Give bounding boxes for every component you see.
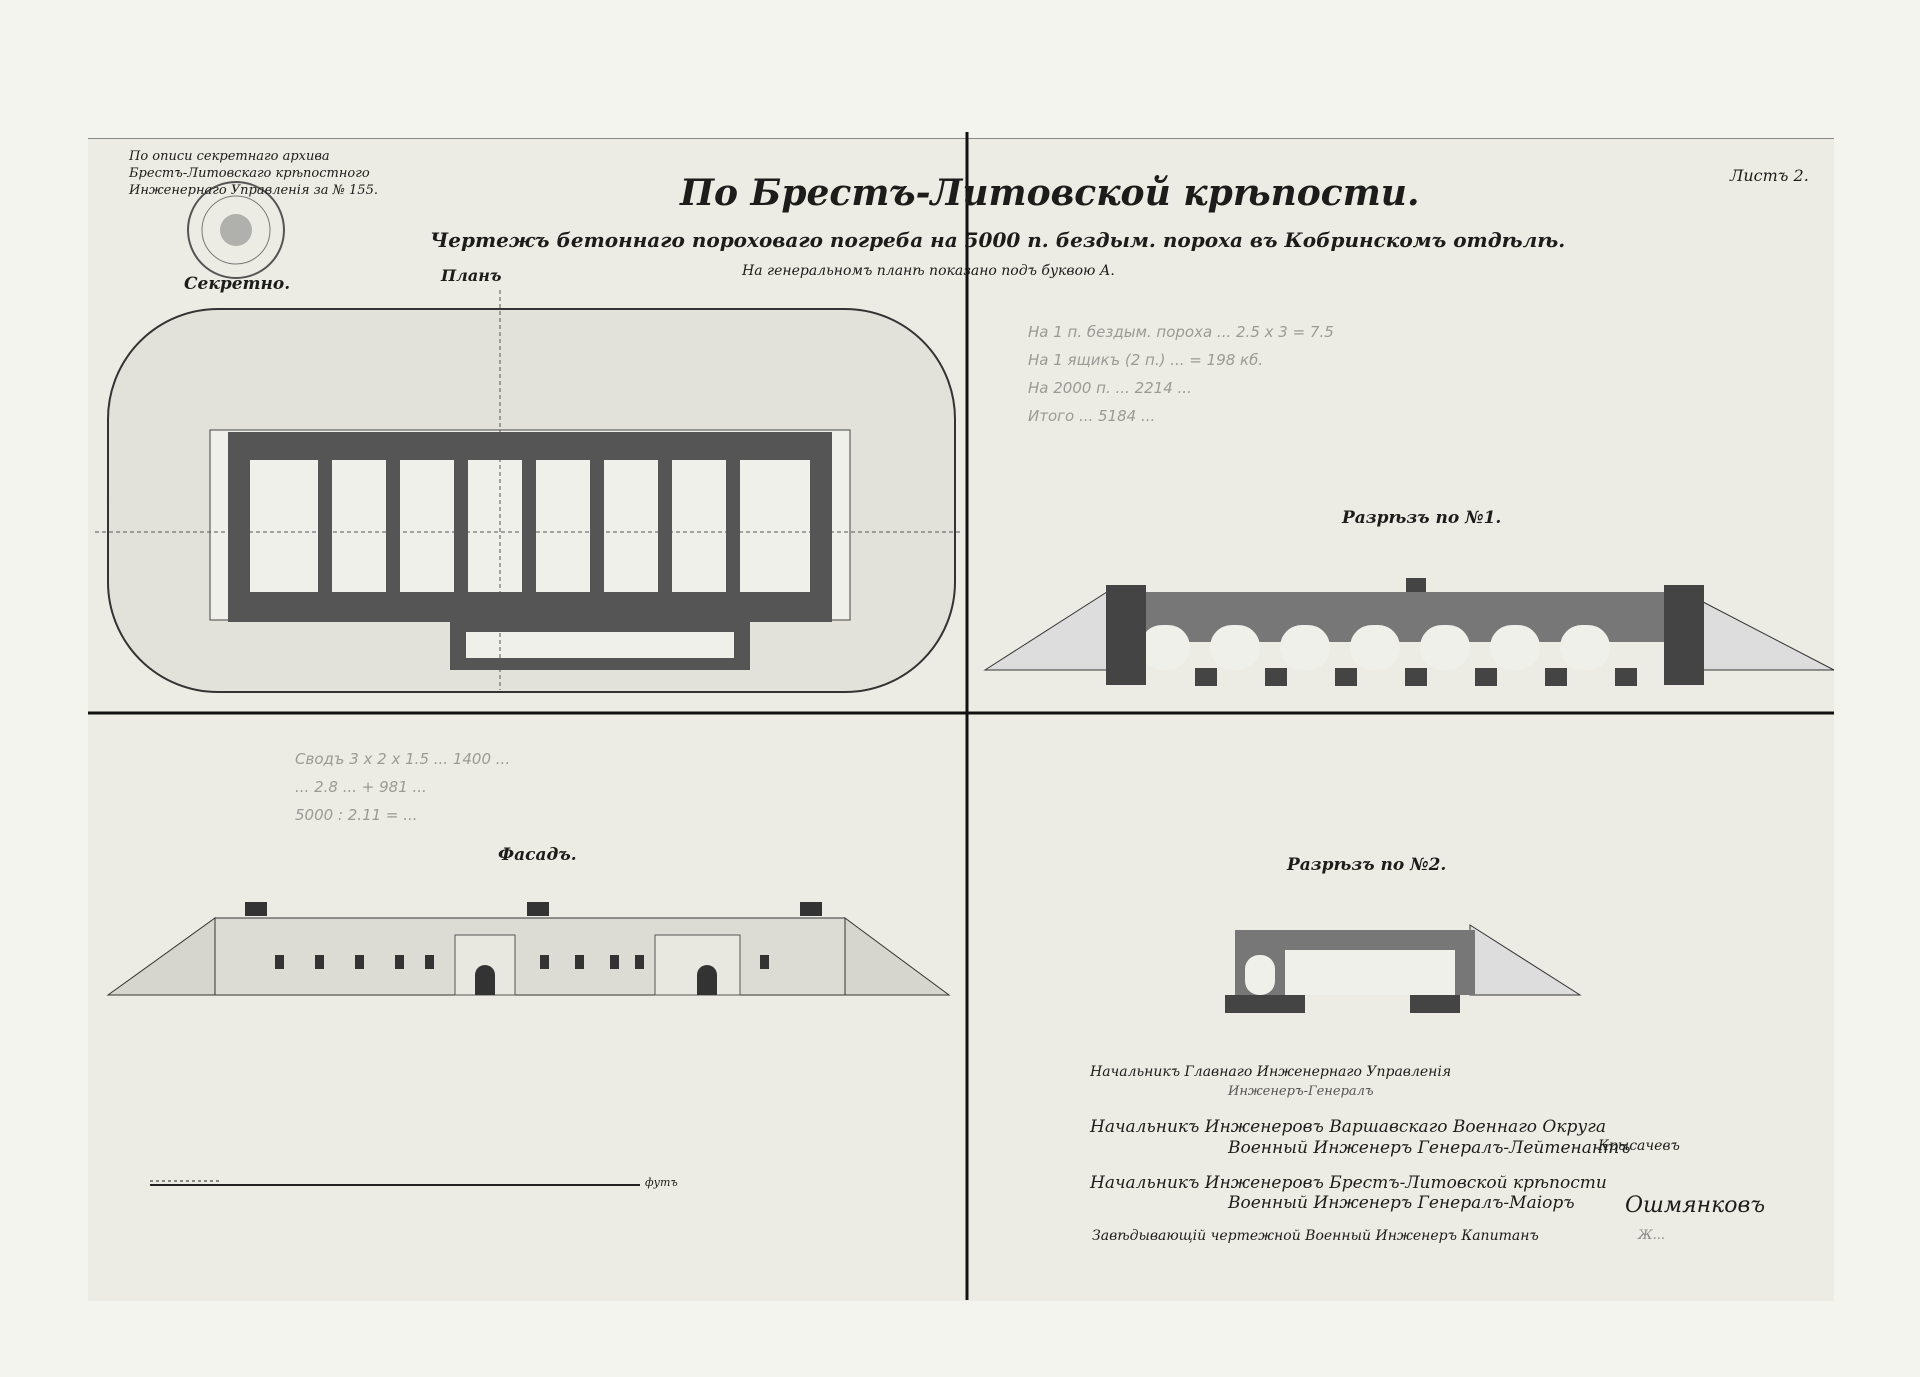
facade-drawing: [106, 902, 951, 996]
archive-note-line: Брестъ-Литовскаго крѣпостного: [129, 166, 370, 181]
pencil-notes-bottom: Сводъ 3 х 2 х 1.5 ... 1400 ... ... 2.8 .…: [295, 745, 510, 829]
signature-line: Начальникъ Инженеровъ Брестъ-Литовской к…: [1090, 1173, 1607, 1193]
facade-label: Фасадъ.: [498, 845, 577, 865]
scale-unit: футъ: [645, 1176, 678, 1189]
handwritten-signature: Крысачевъ: [1598, 1138, 1680, 1154]
pencil-note: 5000 : 2.11 = ...: [295, 806, 418, 824]
stamp-icon: [187, 181, 285, 279]
signature-line: Завѣдывающій чертежной Военный Инженеръ …: [1092, 1228, 1539, 1244]
pencil-notes-top: На 1 п. бездым. пороха ... 2.5 х 3 = 7.5…: [1028, 318, 1334, 430]
sheet-label: Листъ 2.: [1730, 166, 1809, 185]
secret-mark: Секретно.: [184, 274, 291, 294]
archive-note-line: Инженернаго Управленія за № 155.: [129, 183, 378, 198]
pencil-note: На 1 ящикъ (2 п.) ... = 198 кб.: [1028, 351, 1264, 369]
subtitle: Чертежъ бетоннаго пороховаго погреба на …: [430, 228, 1566, 252]
section-1-label: Разрѣзъ по №1.: [1342, 508, 1502, 528]
signature-line: Военный Инженеръ Генералъ-Маіоръ: [1228, 1193, 1575, 1213]
signature-line: Начальникъ Инженеровъ Варшавскаго Военна…: [1090, 1117, 1606, 1137]
archive-note: По описи секретнаго архива Брестъ-Литовс…: [129, 148, 378, 199]
handwritten-signature: Ошмянковъ: [1625, 1193, 1766, 1218]
page-title: По Брестъ-Литовской крѣпости.: [680, 172, 1420, 214]
pencil-note: На 1 п. бездым. пороха ... 2.5 х 3 = 7.5: [1028, 323, 1334, 341]
pencil-note: Итого ... 5184 ...: [1028, 407, 1156, 425]
plan-drawing: [95, 290, 960, 693]
plan-label: Планъ: [441, 266, 502, 285]
pencil-note: ... 2.8 ... + 981 ...: [295, 778, 427, 796]
pencil-note: На 2000 п. ... 2214 ...: [1028, 379, 1192, 397]
section-1-drawing: [983, 578, 1835, 686]
signature-line: Военный Инженеръ Генералъ-Лейтенантъ: [1228, 1138, 1631, 1158]
general-plan-note: На генеральномъ планѣ показано подъ букв…: [742, 263, 1115, 279]
pencil-note: Сводъ 3 х 2 х 1.5 ... 1400 ...: [295, 750, 511, 768]
archive-note-line: По описи секретнаго архива: [129, 149, 330, 164]
section-2-drawing: [1225, 924, 1582, 1013]
handwritten-signature: Ж...: [1638, 1228, 1666, 1243]
section-2-label: Разрѣзъ по №2.: [1287, 855, 1447, 875]
signature-line: Начальникъ Главнаго Инженернаго Управлен…: [1090, 1064, 1452, 1080]
signature-line: Инженеръ-Генералъ: [1228, 1084, 1374, 1099]
scale-bar: [150, 1180, 640, 1186]
